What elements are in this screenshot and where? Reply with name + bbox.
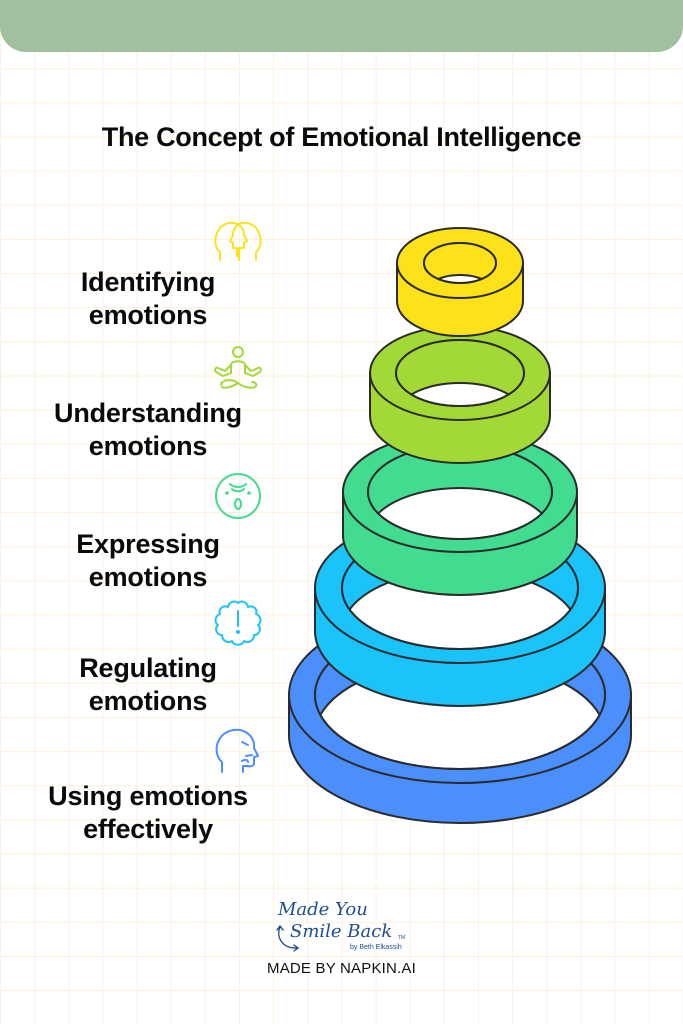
meditation-person-icon	[214, 346, 262, 389]
label-line-1: Using emotions	[48, 781, 248, 811]
curved-arrow-icon	[276, 924, 300, 952]
alert-cloud-icon	[214, 600, 262, 646]
ring-expressing-inner-wall	[368, 445, 552, 535]
label-regulating-emotions: Regulating emotions	[33, 652, 263, 718]
label-line-1: Understanding	[54, 398, 242, 428]
label-using-emotions-effectively: Using emotions effectively	[33, 780, 263, 846]
label-line-2: emotions	[88, 300, 208, 330]
ring-identifying-inner-edge	[424, 274, 496, 283]
made-you-smile-back-logo: Made You Smile Back TM by Beth Elkassih	[276, 899, 405, 952]
logo-tm: TM	[398, 935, 405, 941]
label-line-1: Regulating	[79, 653, 217, 683]
ring-understanding-inner-wall	[396, 340, 524, 406]
header-bar	[0, 0, 683, 52]
ring-understanding-inner-rim	[395, 339, 525, 407]
two-heads-profile-icon	[214, 221, 262, 261]
ring-identifying-inner-wall	[424, 243, 496, 283]
label-identifying-emotions: Identifying emotions	[33, 266, 263, 332]
label-line-2: emotions	[88, 686, 208, 716]
label-line-2: emotions	[88, 562, 208, 592]
footer-credit: MADE BY NAPKIN.AI	[267, 960, 416, 977]
label-expressing-emotions: Expressing emotions	[33, 528, 263, 594]
ring-understanding	[368, 325, 552, 464]
surprised-face-icon	[215, 473, 261, 519]
logo-byline: by Beth Elkassih	[350, 944, 402, 951]
label-line-1: Expressing	[76, 529, 220, 559]
ring-identifying-inner-rim	[423, 242, 497, 284]
ring-expressing	[341, 431, 579, 596]
label-line-1: Identifying	[80, 267, 216, 297]
thinking-head-icon	[215, 728, 259, 773]
label-line-2: emotions	[88, 431, 208, 461]
logo-line-2: Smile Back	[290, 921, 392, 942]
ring-identifying	[395, 227, 525, 337]
label-line-2: effectively	[83, 814, 213, 844]
logo-line-1: Made You	[277, 899, 368, 920]
label-understanding-emotions: Understanding emotions	[33, 397, 263, 463]
page-title: The Concept of Emotional Intelligence	[101, 122, 582, 152]
